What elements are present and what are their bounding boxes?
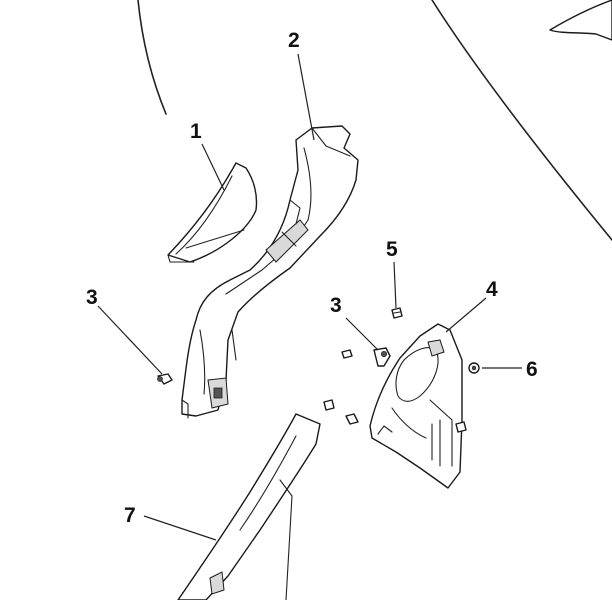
callout-3-right: 3 — [330, 294, 342, 317]
fastener-clip-3-right — [373, 347, 391, 367]
leader-4 — [445, 297, 487, 333]
leader-3-right — [345, 317, 379, 351]
part-1-trim-cover — [167, 162, 258, 263]
body-outline-curve-left — [137, 0, 167, 115]
callout-1: 1 — [190, 120, 202, 143]
callout-4: 4 — [486, 278, 498, 301]
leader-7 — [143, 515, 217, 541]
body-fragment-top-right — [549, 0, 612, 41]
callout-2: 2 — [288, 29, 300, 52]
leader-5 — [393, 261, 397, 309]
fastener-screw-d — [455, 421, 467, 433]
fastener-screw-b — [323, 399, 335, 411]
callout-6: 6 — [526, 358, 538, 381]
fastener-screw-5 — [391, 307, 403, 319]
callout-3-left: 3 — [86, 286, 98, 309]
fastener-screw-c — [345, 413, 359, 425]
fastener-screw-a — [341, 349, 353, 359]
callout-7: 7 — [124, 504, 136, 527]
leader-1 — [201, 143, 225, 191]
fastener-nut-6 — [468, 362, 480, 374]
part-4-bracket-panel — [369, 323, 463, 489]
leader-2 — [297, 53, 315, 141]
body-outline-curve-right — [431, 0, 612, 241]
part-2-pillar-trim — [181, 125, 359, 419]
fastener-clip-3-left — [157, 373, 173, 385]
callout-5: 5 — [386, 238, 398, 261]
leader-3-left — [97, 305, 163, 375]
part-7-lower-trim — [177, 413, 321, 600]
